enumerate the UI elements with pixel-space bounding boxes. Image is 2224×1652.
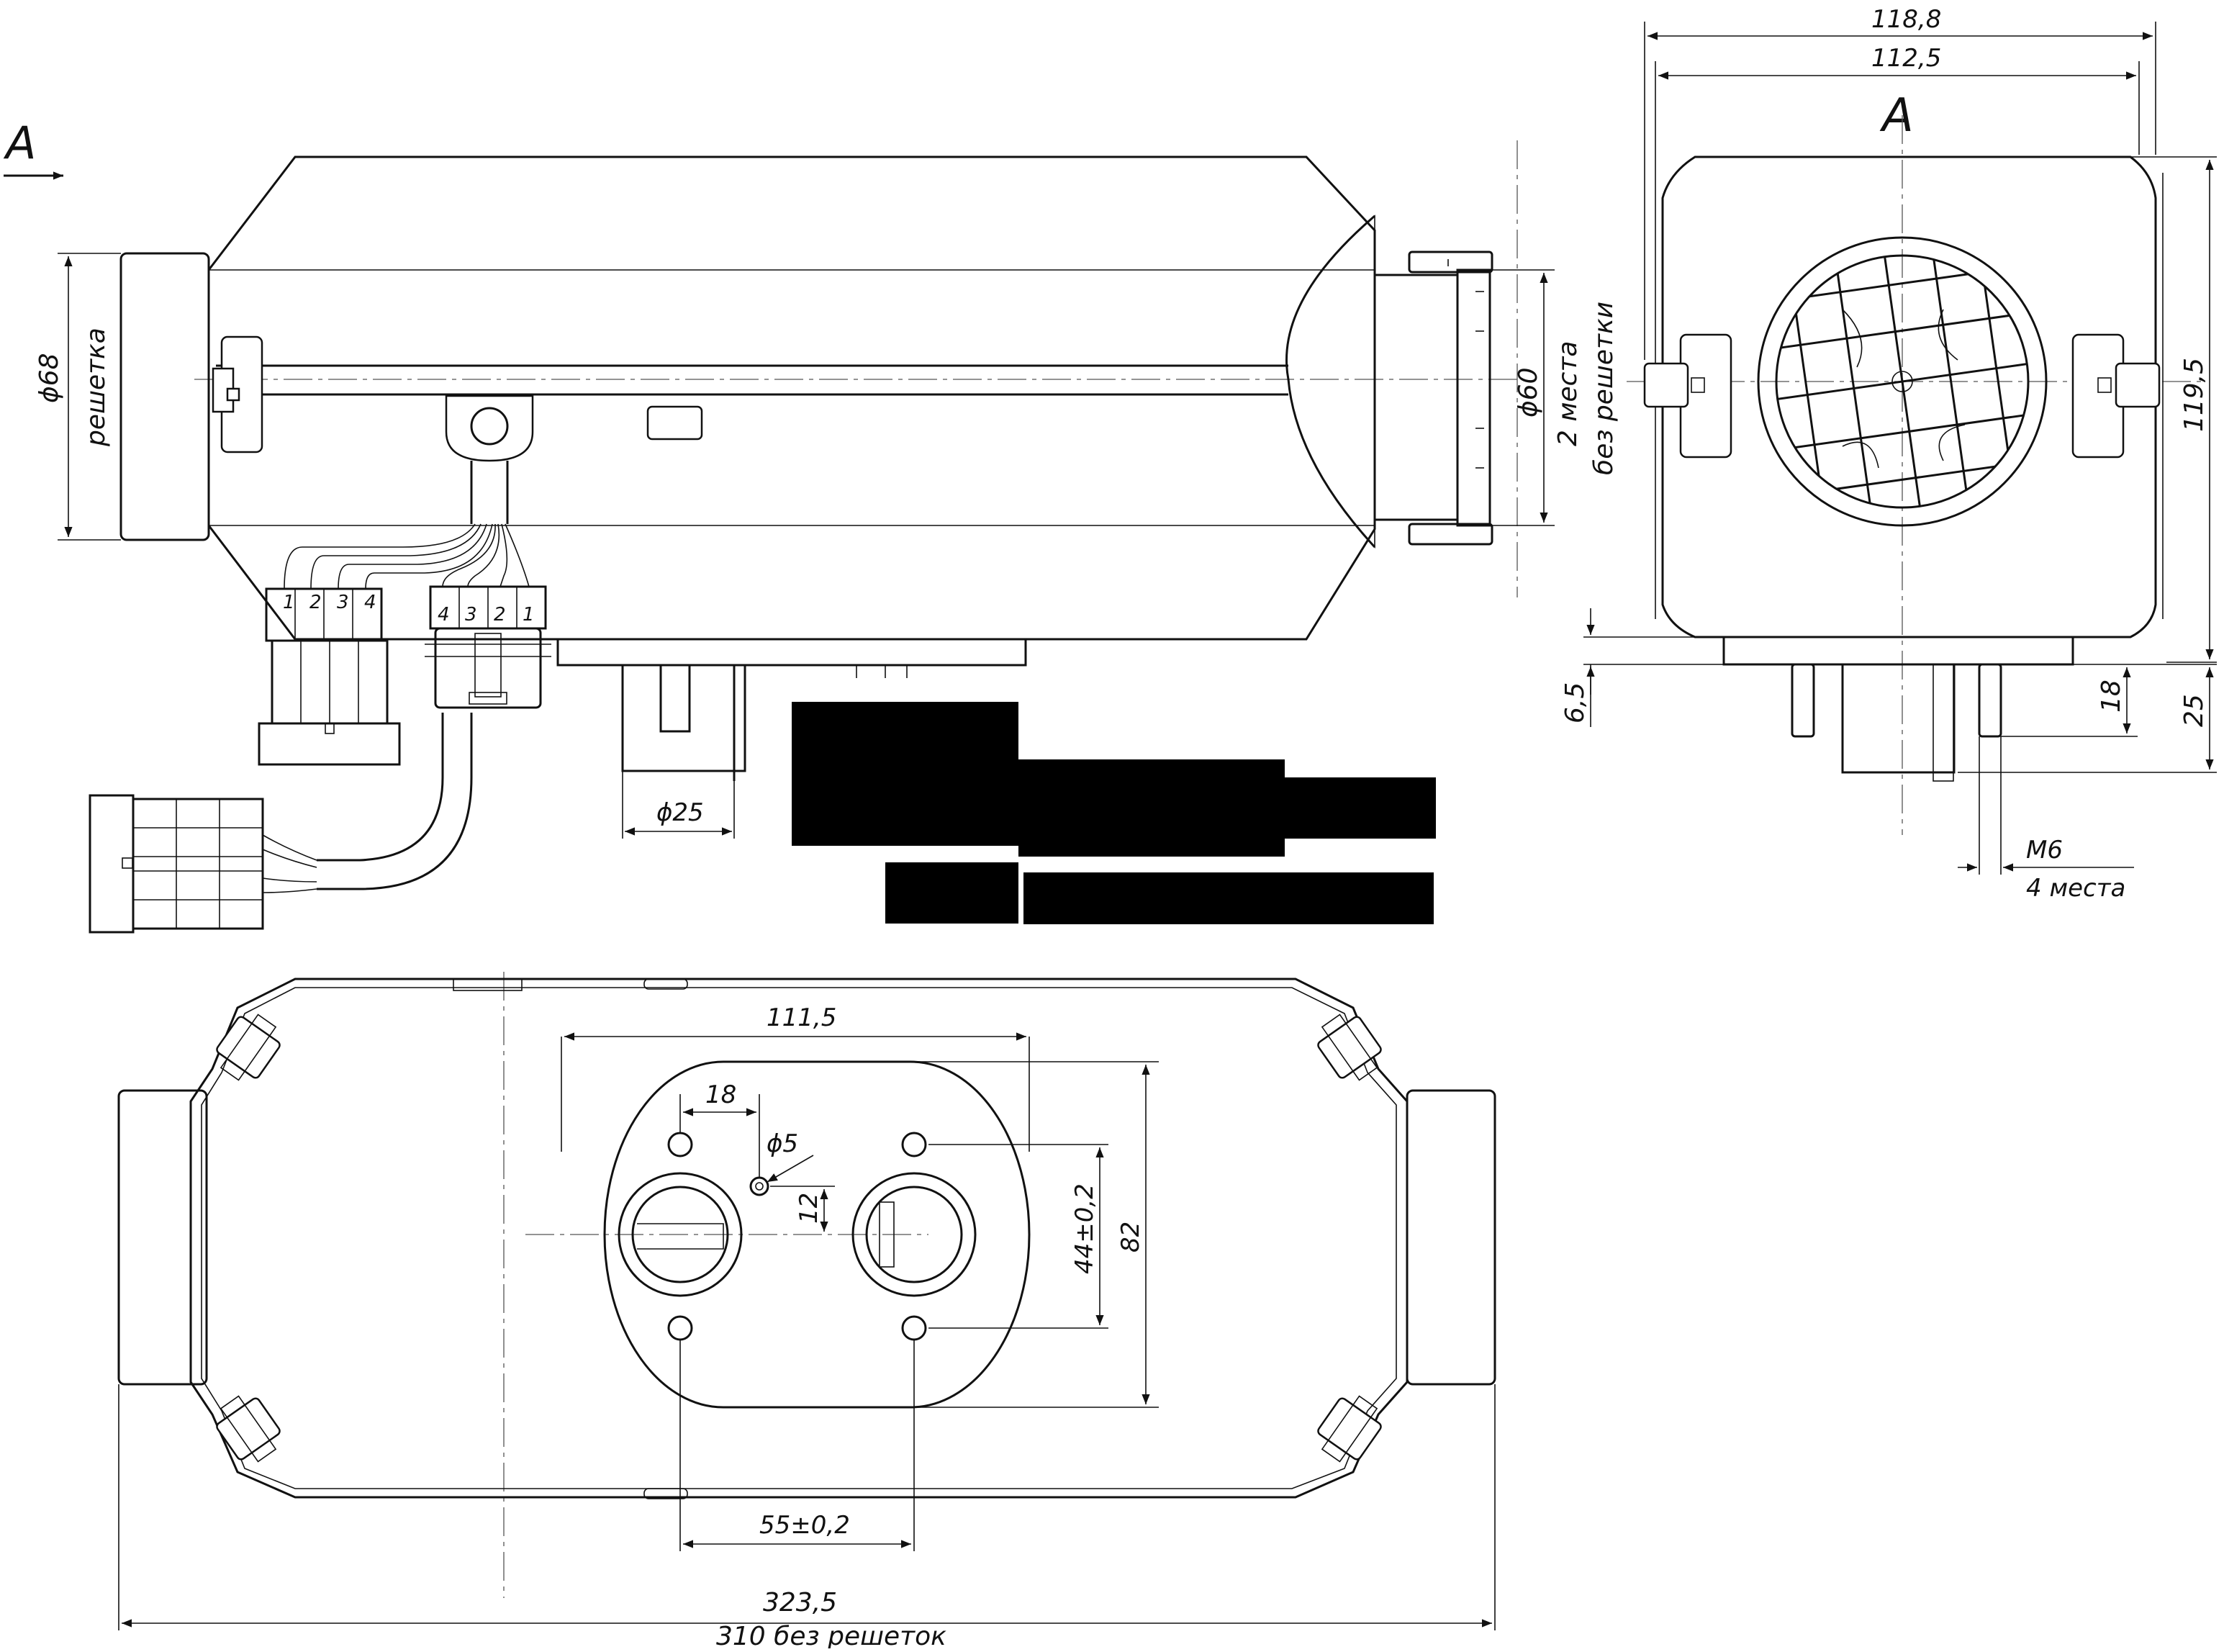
conn-b-pin-4: 4 (438, 604, 450, 626)
side-view: ϕ25 1 2 3 4 4 3 2 1 (35, 140, 1619, 934)
bottom-body (189, 978, 1409, 1499)
conn-a-pin-3: 3 (337, 592, 349, 613)
label-bez-reshetki: без решетки (1589, 302, 1619, 475)
lower-connector-cap (89, 794, 135, 934)
dim-18-bottom: 18 (705, 1080, 736, 1109)
mounting-plate (556, 638, 1027, 667)
hanger-lug (445, 394, 534, 462)
port-left (618, 1172, 743, 1297)
intake-grille (1757, 236, 2048, 527)
heater-body (207, 155, 1376, 641)
left-grille-cap (119, 252, 210, 541)
label-reshetka: решетка (81, 328, 111, 447)
end-view-label: A (1879, 89, 1914, 143)
conn-b-pin-2: 2 (494, 604, 506, 626)
conn-a-pin-1: 1 (283, 592, 295, 613)
label-2-mesta: 2 места (1553, 341, 1583, 446)
conn-a-pin-2: 2 (309, 592, 322, 613)
view-arrow-label: A (3, 117, 36, 169)
end-base-plate (1722, 636, 2074, 666)
dim-phi5: ϕ5 (767, 1129, 798, 1158)
outlet-pipe (1373, 274, 1459, 521)
lower-connector-body (132, 798, 264, 930)
dim-m6: M6 (2026, 836, 2063, 865)
dim-55: 55±0,2 (759, 1511, 850, 1540)
redaction-blocks (792, 702, 1436, 924)
dim-82: 82 (1116, 1222, 1145, 1252)
fuel-block (621, 664, 746, 772)
dim-phi68: ϕ68 (35, 353, 64, 403)
connector-b-body (434, 627, 542, 709)
dim-111-5: 111,5 (767, 1003, 836, 1032)
dim-112-5: 112,5 (1871, 44, 1941, 73)
dim-323-5: 323,5 (763, 1588, 837, 1617)
conn-b-pin-3: 3 (465, 604, 477, 626)
bottom-view: 111,5 18 ϕ5 12 44±0,2 82 55±0,2 323,5 (117, 972, 1496, 1651)
dim-phi60: ϕ60 (1514, 367, 1543, 417)
body-pad (646, 405, 703, 441)
dim-phi25: ϕ25 (656, 798, 704, 827)
end-view: A (1560, 5, 2217, 903)
dim-118-8: 118,8 (1871, 5, 1941, 34)
bottom-cap-left (117, 1089, 208, 1386)
dim-44: 44±0,2 (1070, 1183, 1099, 1274)
dim-25: 25 (2179, 694, 2209, 727)
bottom-cap-right (1406, 1089, 1496, 1386)
dim-12: 12 (795, 1193, 823, 1224)
section-hatch (1285, 215, 1375, 549)
dim-119-5: 119,5 (2179, 358, 2209, 432)
port-right (851, 1172, 977, 1297)
label-4-mesta: 4 места (2026, 874, 2125, 903)
dim-18-end: 18 (2097, 680, 2126, 713)
view-arrow: A (3, 117, 63, 180)
conn-a-pin-4: 4 (364, 592, 376, 613)
conn-b-pin-1: 1 (523, 604, 535, 626)
dim-6-5: 6,5 (1560, 682, 1590, 723)
dim-310: 310 без решеток (716, 1622, 946, 1648)
